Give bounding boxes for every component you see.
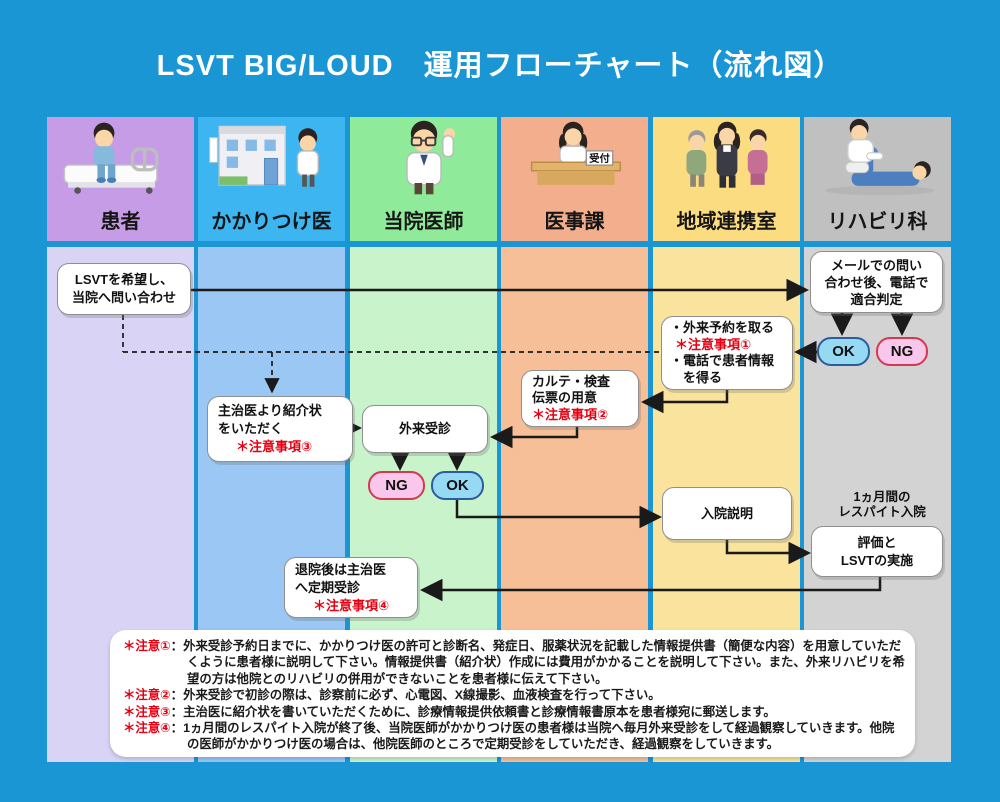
column-label: 当院医師: [383, 211, 464, 233]
note-colon: ：: [170, 639, 184, 653]
column-header-rehabilitation: リハビリ科: [804, 117, 951, 241]
node-line: メールでの問い: [830, 257, 922, 273]
pill-ok-visit: OK: [431, 471, 484, 500]
note-colon: ：: [170, 721, 184, 736]
node-karte-prep: カルテ・検査 伝票の用意 ＊注意事項②: [521, 370, 639, 427]
column-label: リハビリ科: [827, 211, 928, 233]
node-line: LSVTを希望し、: [74, 272, 174, 287]
clinic-doctor-illustration: [198, 109, 345, 203]
rehab-therapy-illustration: [804, 109, 951, 203]
node-line: 主治医より紹介状: [218, 403, 322, 418]
column-header-hospital-doctor: 当院医師: [350, 117, 497, 241]
node-line: 伝票の用意: [532, 390, 598, 406]
node-line: カルテ・検査: [532, 373, 611, 389]
note-text: 主治医に紹介状を書いていただくために、診療情報提供依頼書と診療情報書原本を患者様…: [183, 704, 776, 719]
note-marker: ＊注意③: [123, 704, 171, 719]
note-item-1: ＊注意①：外来受診予約日までに、かかりつけ医の許可と診断名、発症日、服薬状況を記…: [123, 638, 905, 687]
note-text: 外来受診で初診の際は、診察前に必ず、心電図、X線撮影、血液検査を行って下さい。: [183, 688, 661, 703]
pill-label: OK: [446, 477, 469, 494]
node-mail-triage: メールでの問い 合わせ後、電話で 適合判定: [810, 251, 943, 313]
column-label: かかりつけ医: [211, 211, 332, 233]
node-outpatient-visit: 外来受診: [362, 405, 488, 453]
column-header-family-doctor: かかりつけ医: [198, 117, 345, 241]
family-group-illustration: [653, 109, 800, 203]
page-title: LSVT BIG/LOUD 運用フローチャート（流れ図）: [156, 50, 844, 82]
note-text: 外来受診予約日までに、かかりつけ医の許可と診断名、発症日、服薬状況を記載した情報…: [183, 639, 905, 686]
node-line: をいただく: [218, 421, 284, 436]
node-line: 入院説明: [700, 505, 753, 521]
column-header-patient: 患者: [47, 117, 194, 241]
respite-line: 1ヵ月間の: [853, 490, 911, 504]
column-label: 地域連携室: [676, 211, 777, 233]
note-colon: ：: [170, 704, 184, 719]
node-evaluation-lsvt: 評価と LSVTの実施: [811, 526, 943, 577]
reception-desk-illustration: 受付: [501, 109, 648, 203]
column-label: 患者: [100, 211, 141, 233]
reception-sign-text: 受付: [589, 152, 610, 165]
pill-label: NG: [890, 343, 914, 360]
note-item-2: ＊注意②：外来受診で初診の際は、診察前に必ず、心電図、X線撮影、血液検査を行って…: [123, 687, 905, 703]
pill-label: OK: [832, 343, 855, 360]
patient-bed-illustration: [47, 109, 194, 203]
node-line: を得る: [670, 369, 723, 385]
node-lsvt-inquiry: LSVTを希望し、 当院へ問い合わせ: [57, 263, 191, 315]
note-marker: ＊注意①: [123, 639, 171, 653]
node-line: 合わせ後、電話で: [824, 274, 929, 290]
note-colon: ：: [170, 688, 184, 703]
column-label: 医事課: [544, 211, 605, 233]
note-item-4: ＊注意④：1ヵ月間のレスパイト入院が終了後、当院医師がかかりつけ医の患者様は当院…: [123, 720, 905, 753]
note-ref-3: ＊注意事項③: [236, 439, 313, 454]
node-line: LSVTの実施: [840, 552, 914, 568]
node-admission-briefing: 入院説明: [662, 487, 792, 540]
node-line: 適合判定: [850, 291, 903, 307]
node-line: へ定期受診: [295, 579, 361, 595]
node-referral-letter: 主治医より紹介状 をいただく ＊注意事項③: [207, 396, 353, 462]
note-ref-2: ＊注意事項②: [532, 406, 609, 422]
respite-line: レスパイト入院: [838, 505, 926, 519]
node-liaison-booking: ・外来予約を取る ＊注意事項① ・電話で患者情報 を得る: [661, 316, 793, 390]
pill-ng-triage: NG: [876, 337, 928, 366]
node-line: 評価と: [857, 534, 897, 550]
pill-label: NG: [385, 477, 408, 494]
note-ref-4: ＊注意事項④: [313, 597, 390, 613]
node-line: ・外来予約を取る: [670, 320, 775, 335]
column-header-regional-liaison: 地域連携室: [653, 117, 800, 241]
node-line: ・電話で患者情報: [670, 353, 775, 368]
node-discharge-followup: 退院後は主治医 へ定期受診 ＊注意事項④: [284, 557, 418, 618]
note-text: 1ヵ月間のレスパイト入院が終了後、当院医師がかかりつけ医の患者様は当院へ毎月外来…: [183, 721, 895, 752]
note-item-3: ＊注意③：主治医に紹介状を書いていただくために、診療情報提供依頼書と診療情報書原…: [123, 704, 905, 720]
column-header-medical-affairs: 受付 医事課: [501, 117, 648, 241]
note-marker: ＊注意④: [123, 721, 171, 736]
notes-panel: ＊注意①：外来受診予約日までに、かかりつけ医の許可と診断名、発症日、服薬状況を記…: [110, 630, 915, 757]
node-line: 当院へ問い合わせ: [71, 290, 176, 305]
note-ref-1: ＊注意事項①: [675, 336, 752, 352]
hospital-doctor-illustration: [350, 109, 497, 203]
pill-ok-triage: OK: [817, 337, 870, 366]
pill-ng-visit: NG: [368, 471, 425, 500]
node-line: 外来受診: [398, 421, 451, 436]
note-marker: ＊注意②: [123, 688, 171, 703]
node-line: 退院後は主治医: [295, 561, 387, 577]
respite-caption: 1ヵ月間の レスパイト入院: [822, 490, 942, 520]
